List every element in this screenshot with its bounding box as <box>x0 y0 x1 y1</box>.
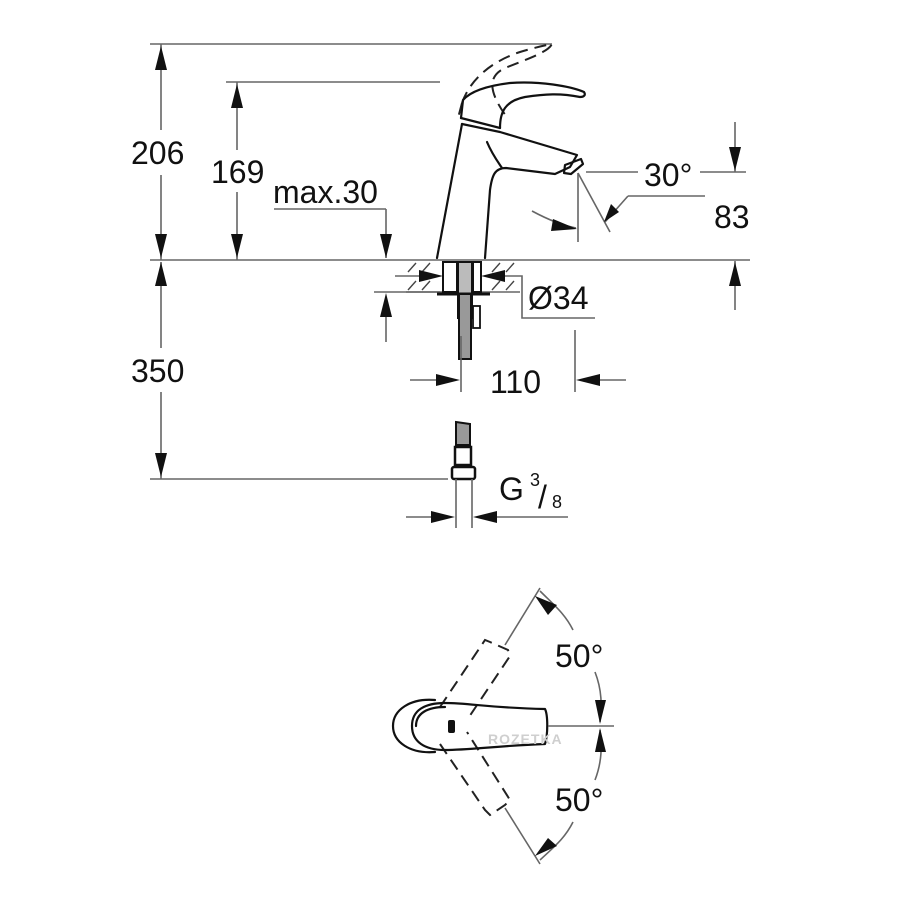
label-83: 83 <box>714 199 750 235</box>
label-max30: max.30 <box>273 174 378 210</box>
dimension-350 <box>155 262 167 479</box>
label-350: 350 <box>131 353 184 389</box>
label-thread-numerator: 3 <box>530 470 540 490</box>
label-110: 110 <box>490 364 541 400</box>
label-thread-slash: / <box>538 479 547 515</box>
label-206: 206 <box>131 135 184 171</box>
reference-lines <box>150 43 750 480</box>
label-thread-denominator: 8 <box>552 492 562 512</box>
faucet-side-view <box>435 42 586 260</box>
dimension-30deg <box>531 171 705 242</box>
watermark: ROZETKA <box>488 731 563 747</box>
label-30deg: 30° <box>644 157 692 193</box>
hose-connector <box>406 420 568 528</box>
label-50deg-bottom: 50° <box>555 782 603 818</box>
label-50deg-top: 50° <box>555 638 603 674</box>
deck-section <box>395 261 595 360</box>
faucet-top-view <box>391 587 614 865</box>
label-g-thread: G <box>499 471 524 507</box>
dimension-169 <box>231 82 243 260</box>
label-dia34: Ø34 <box>528 280 588 316</box>
dimension-206 <box>155 44 167 260</box>
label-169: 169 <box>211 154 264 190</box>
dimension-max30 <box>274 208 440 342</box>
dimension-83 <box>700 122 746 310</box>
dimension-110 <box>410 330 626 392</box>
